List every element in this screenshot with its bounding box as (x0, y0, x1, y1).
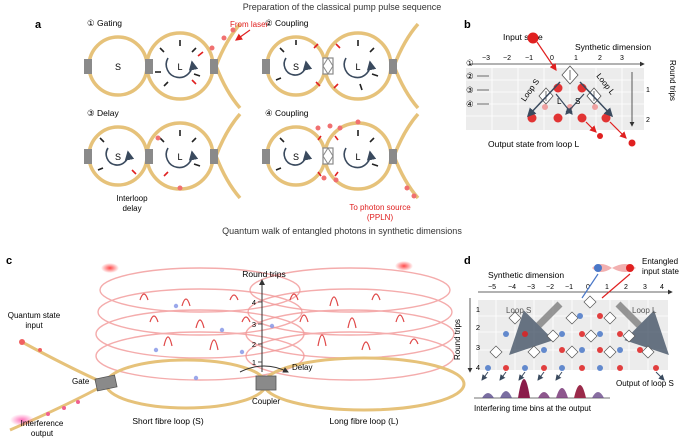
c-quantum-input-line2: input (25, 321, 43, 330)
b-row-4: ④ (466, 99, 474, 109)
b-row-2: ② (466, 71, 474, 81)
gate-component (94, 374, 118, 392)
b-s-label: S (575, 97, 580, 106)
panel-a: S L From laser ① Gating (84, 18, 420, 222)
b-row-1: ① (466, 58, 474, 68)
d-xtick-5: 0 (586, 284, 590, 291)
c-delay-label: Delay (292, 363, 312, 372)
b-ytick-1: 1 (646, 87, 650, 94)
d-xtick-2: −3 (527, 284, 535, 291)
d-xtick-7: 2 (624, 284, 628, 291)
b-xtick-5: 2 (598, 55, 602, 62)
d-xtick-4: −1 (565, 284, 573, 291)
c-long-loop-label: Long fibre loop (L) (330, 416, 399, 426)
d-xtick-8: 3 (643, 284, 647, 291)
b-xtick-6: 3 (620, 55, 624, 62)
d-output-loop-s-label: Output of loop S (616, 379, 674, 388)
photon-source-line1: To photon source (349, 203, 411, 212)
panel-c: Round trips 4 3 2 1 Delay Quantum state … (8, 261, 466, 438)
panel-d: −5 −4 −3 −2 −1 0 1 2 3 4 Synthetic dimen… (453, 257, 679, 413)
c-ytick-1: 1 (252, 358, 256, 367)
b-xtick-4: 1 (574, 55, 578, 62)
b-ytick-2: 2 (646, 117, 650, 124)
panel-letter-a: a (35, 19, 42, 31)
step1-label: ① Gating (87, 18, 122, 28)
d-loop-s-label: Loop S (506, 306, 531, 315)
step4-loop-l-label: L (355, 152, 360, 162)
b-xtick-1: −2 (503, 55, 511, 62)
b-xtick-2: −1 (525, 55, 533, 62)
c-interference-line2: output (31, 429, 54, 438)
d-ytick-3: 3 (476, 343, 480, 352)
panel-letter-d: d (464, 255, 471, 267)
interloop-line1: Interloop (116, 194, 148, 203)
coupler-component (255, 375, 277, 391)
d-ytick-1: 1 (476, 305, 480, 314)
b-output-label: Output state from loop L (488, 139, 579, 149)
step3-label: ③ Delay (87, 108, 119, 118)
from-laser-label: From laser (230, 20, 269, 29)
panel-b: −3 −2 −1 0 1 2 3 Input state Synthetic d… (466, 32, 677, 149)
step1-loop-l-label: L (177, 62, 182, 72)
d-entangled-line2: input state (642, 267, 679, 276)
d-xtick-6: 1 (605, 284, 609, 291)
step2-loop-l-label: L (355, 62, 360, 72)
d-synthetic-dimension-label: Synthetic dimension (488, 270, 564, 280)
d-ytick-4: 4 (476, 363, 480, 372)
d-ytick-2: 2 (476, 323, 480, 332)
step4-diagram: S L ④ Coupling To photon source ( (262, 108, 420, 222)
b-xtick-0: −3 (482, 55, 490, 62)
panel-letter-c: c (6, 255, 12, 267)
middle-section-title: Quantum walk of entangled photons in syn… (222, 226, 462, 236)
step1-diagram: S L From laser ① Gating (84, 18, 269, 110)
d-xtick-3: −2 (546, 284, 554, 291)
c-round-trips-label: Round trips (242, 269, 285, 279)
c-ytick-2: 2 (252, 340, 256, 349)
c-short-loop-label: Short fibre loop (S) (132, 416, 204, 426)
c-quantum-input-line1: Quantum state (8, 311, 61, 320)
c-gate-label: Gate (72, 377, 90, 386)
b-l-label: L (557, 97, 562, 106)
b-input-state-label: Input state (503, 32, 543, 42)
d-xtick-0: −5 (488, 284, 496, 291)
step4-label: ④ Coupling (265, 108, 309, 118)
b-row-3: ③ (466, 85, 474, 95)
d-round-trips-label: Round trips (453, 319, 462, 360)
b-round-trips-label: Round trips (668, 60, 677, 101)
d-loop-l-label: Loop L (632, 306, 657, 315)
c-ytick-3: 3 (252, 320, 256, 329)
step3-diagram: S L ③ Delay Interloop delay (84, 108, 242, 213)
c-ytick-4: 4 (252, 298, 256, 307)
step3-loop-s-label: S (115, 152, 121, 162)
step2-diagram: S L ② Coupling (262, 18, 420, 110)
c-interference-line1: Interference (21, 419, 64, 428)
d-xtick-9: 4 (660, 284, 664, 291)
d-interfering-label: Interfering time bins at the output (474, 404, 592, 413)
interloop-line2: delay (122, 204, 141, 213)
d-entangled-line1: Entangled (642, 257, 678, 266)
d-xtick-1: −4 (508, 284, 516, 291)
step2-label: ② Coupling (265, 18, 309, 28)
top-section-title: Preparation of the classical pump pulse … (243, 2, 442, 12)
b-xtick-3: 0 (550, 55, 554, 62)
step4-loop-s-label: S (293, 152, 299, 162)
step3-loop-l-label: L (177, 152, 182, 162)
c-coupler-label: Coupler (252, 397, 280, 406)
step2-loop-s-label: S (293, 62, 299, 72)
b-synthetic-dimension-label: Synthetic dimension (575, 42, 651, 52)
photon-source-line2: (PPLN) (367, 213, 394, 222)
panel-letter-b: b (464, 19, 471, 31)
step1-loop-s-label: S (115, 62, 121, 72)
